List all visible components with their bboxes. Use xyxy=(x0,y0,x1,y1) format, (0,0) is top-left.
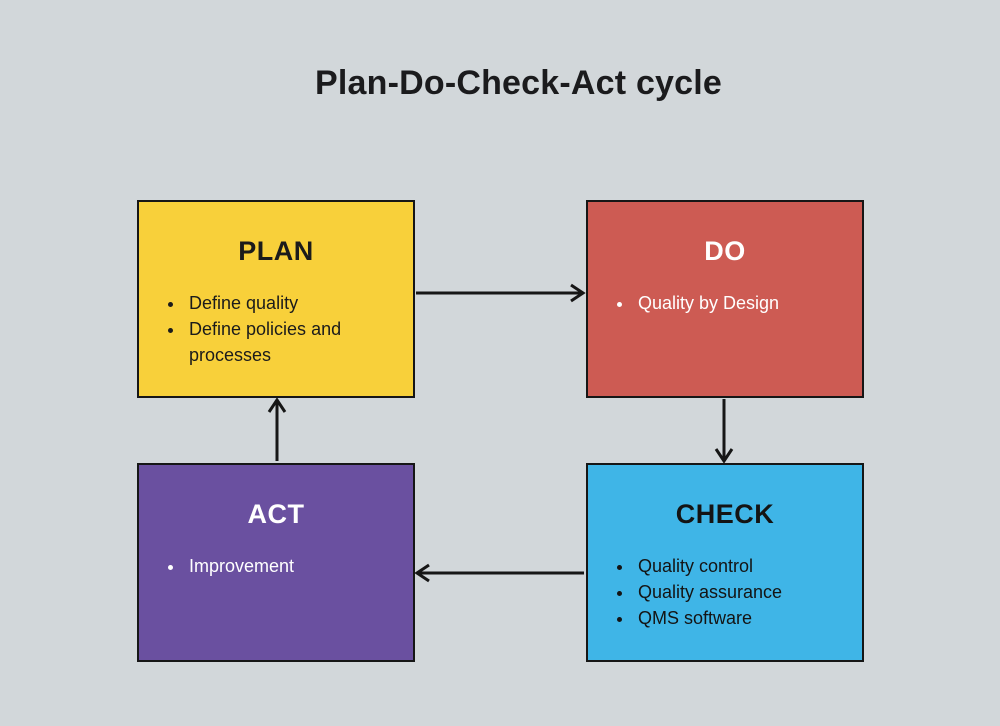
bullet-item: QMS software xyxy=(634,605,840,631)
node-do: DO Quality by Design xyxy=(586,200,864,398)
node-act-bullets: Improvement xyxy=(161,553,391,579)
bullet-item: Quality by Design xyxy=(634,290,840,316)
page-title: Plan-Do-Check-Act cycle xyxy=(314,64,723,102)
bullet-item: Quality control xyxy=(634,553,840,579)
node-do-title: DO xyxy=(704,236,746,266)
arrow-check-to-act-icon xyxy=(414,563,584,583)
bullet-item: Improvement xyxy=(185,553,391,579)
node-plan: PLAN Define quality Define policies and … xyxy=(137,200,415,398)
node-plan-title: PLAN xyxy=(238,236,314,266)
node-do-bullets: Quality by Design xyxy=(610,290,840,316)
bullet-item: Define policies and processes xyxy=(185,316,391,368)
arrow-act-to-plan-icon xyxy=(267,397,287,461)
arrow-do-to-check-icon xyxy=(714,399,734,464)
node-plan-bullets: Define quality Define policies and proce… xyxy=(161,290,391,368)
arrow-plan-to-do-icon xyxy=(416,283,586,303)
node-check-bullets: Quality control Quality assurance QMS so… xyxy=(610,553,840,631)
bullet-item: Quality assurance xyxy=(634,579,840,605)
bullet-item: Define quality xyxy=(185,290,391,316)
node-act-title: ACT xyxy=(247,499,305,529)
node-check-title: CHECK xyxy=(675,499,775,529)
node-act: ACT Improvement xyxy=(137,463,415,662)
node-check: CHECK Quality control Quality assurance … xyxy=(586,463,864,662)
